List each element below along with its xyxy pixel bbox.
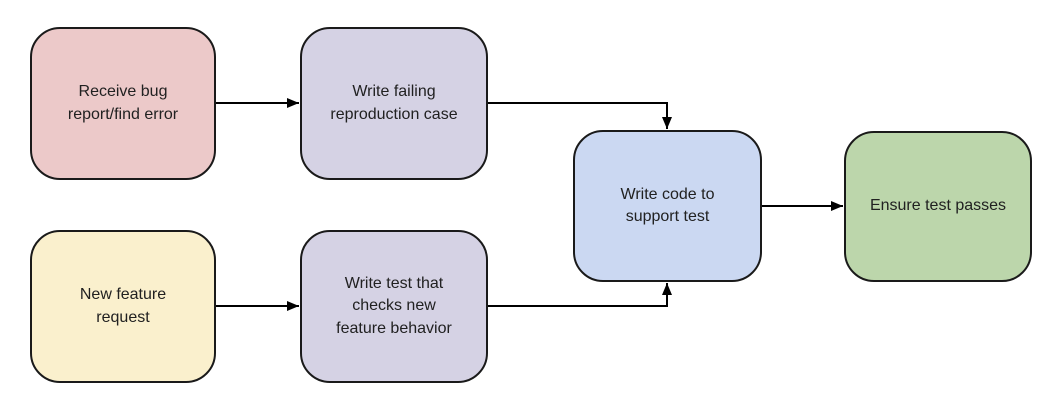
node-label: Write test that checks new feature behav…	[336, 274, 452, 337]
node-label: Ensure test passes	[869, 197, 1007, 215]
node-new-feature-request: New feature request	[30, 230, 216, 383]
node-label: Receive bug report/find error	[67, 83, 179, 123]
node-label: Write failing reproduction case	[330, 83, 458, 123]
edge-repro-to-code	[488, 102, 672, 129]
node-write-test-checks-feature: Write test that checks new feature behav…	[300, 230, 488, 383]
node-ensure-test-passes: Ensure test passes	[844, 131, 1032, 282]
node-write-code-to-support-test: Write code to support test	[573, 130, 762, 282]
node-label: New feature request	[79, 286, 167, 326]
node-receive-bug-report: Receive bug report/find error	[30, 27, 216, 180]
node-label: Write code to support test	[620, 185, 715, 225]
node-write-failing-reproduction-case: Write failing reproduction case	[300, 27, 488, 180]
edge-test-to-code	[488, 283, 672, 307]
